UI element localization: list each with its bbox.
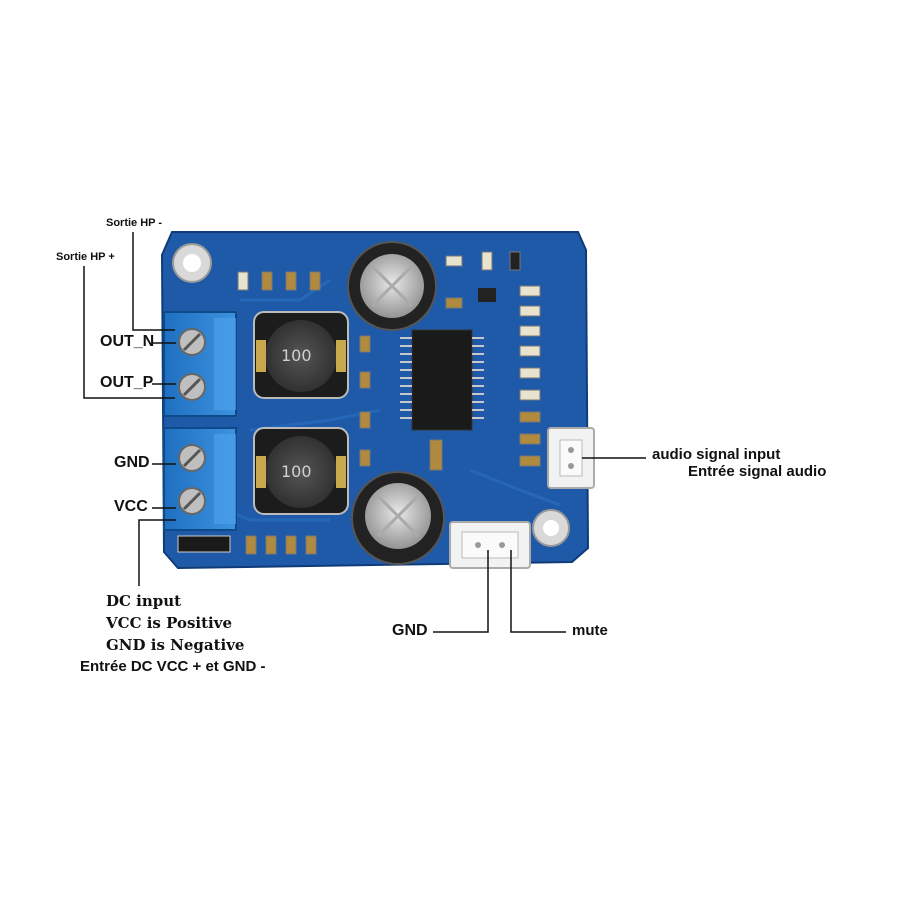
out-p-label: OUT_P xyxy=(100,374,154,391)
mute-label: mute xyxy=(572,622,608,639)
speaker-terminal-block xyxy=(163,311,237,417)
audio-input-label-fr: Entrée signal audio xyxy=(688,463,827,480)
dc-input-line-1: DC input xyxy=(106,592,182,610)
amplifier-chip xyxy=(400,329,484,431)
dc-input-line-3: GND is Negative xyxy=(106,636,245,654)
mount-hole-bottom-right xyxy=(532,509,570,547)
mute-connector xyxy=(449,521,531,569)
sortie-hp-minus-label: Sortie HP - xyxy=(106,217,163,229)
capacitor-top xyxy=(347,241,437,331)
sortie-hp-plus-label: Sortie HP + xyxy=(56,251,115,263)
power-terminal-block xyxy=(163,427,237,531)
vcc-label: VCC xyxy=(114,498,148,515)
inductor-bottom xyxy=(253,427,349,515)
leader-lines xyxy=(83,232,646,633)
out-n-label: OUT_N xyxy=(100,333,155,350)
mount-hole-top-left xyxy=(172,243,212,283)
inductor-marking-top: 100 xyxy=(281,346,312,365)
capacitor-bottom xyxy=(351,471,445,565)
dc-input-line-2: VCC is Positive xyxy=(106,614,233,632)
gnd-mute-label: GND xyxy=(392,622,428,639)
audio-input-label: audio signal input xyxy=(652,446,781,463)
diode-component xyxy=(177,535,231,553)
smd-components xyxy=(237,251,541,555)
gnd-power-label: GND xyxy=(114,454,150,471)
inductor-top xyxy=(253,311,349,399)
inductor-marking-bottom: 100 xyxy=(281,462,312,481)
dc-input-line-4: Entrée DC VCC + et GND - xyxy=(80,658,266,675)
audio-input-connector xyxy=(547,427,595,489)
